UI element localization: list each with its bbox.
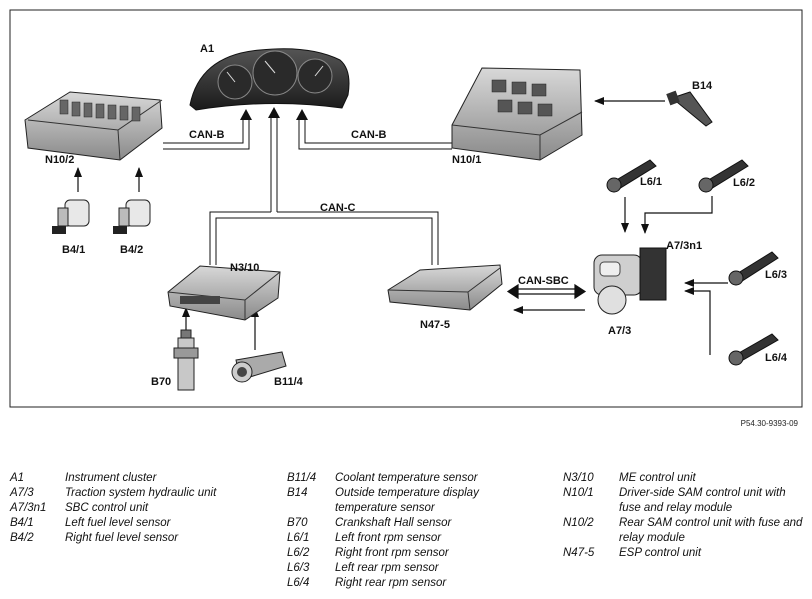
legend-code: B14 bbox=[287, 487, 308, 499]
label-a7-3n1: A7/3n1 bbox=[666, 240, 702, 252]
legend-code: B4/1 bbox=[10, 517, 34, 529]
legend-description: ME control unit bbox=[619, 472, 696, 484]
label-n3-10: N3/10 bbox=[230, 262, 259, 274]
legend-code: N47-5 bbox=[563, 547, 595, 559]
rear-sam-icon bbox=[24, 91, 163, 161]
label-l6-1: L6/1 bbox=[640, 176, 662, 188]
legend-code: N3/10 bbox=[563, 472, 594, 484]
label-b11-4: B11/4 bbox=[274, 376, 304, 388]
legend-entry: N10/2 Rear SAM control unit with fuse and… bbox=[563, 516, 803, 546]
legend-entry: B4/2 Right fuel level sensor bbox=[10, 531, 260, 546]
hydraulic-unit-icon bbox=[593, 247, 667, 315]
rpm-sensor-l63-icon bbox=[728, 251, 779, 286]
legend-description: Instrument cluster bbox=[65, 472, 157, 484]
coolant-sensor-icon bbox=[231, 351, 287, 383]
me-control-unit-icon bbox=[167, 265, 281, 321]
can-sbc-link bbox=[506, 283, 587, 300]
legend-description: ESP control unit bbox=[619, 547, 702, 559]
system-diagram: A1 N10/2 N10/1 B14 B4/1 B4/2 N3/10 N47-5… bbox=[9, 9, 803, 408]
label-l6-4: L6/4 bbox=[765, 352, 788, 364]
rpm-sensor-l61-icon bbox=[606, 159, 657, 193]
legend-code: B11/4 bbox=[287, 472, 317, 484]
label-l6-3: L6/3 bbox=[765, 269, 787, 281]
label-b70: B70 bbox=[151, 376, 171, 388]
label-n47-5: N47-5 bbox=[420, 319, 450, 331]
crankshaft-sensor-icon bbox=[173, 329, 199, 391]
legend-entry: N10/1 Driver-side SAM control unit with f… bbox=[563, 486, 803, 516]
legend-code: L6/2 bbox=[287, 547, 310, 559]
outside-temp-sensor-icon bbox=[666, 90, 713, 127]
legend-code: L6/4 bbox=[287, 577, 310, 589]
label-n10-1: N10/1 bbox=[452, 154, 481, 166]
legend-code: L6/3 bbox=[287, 562, 310, 574]
sensor-arrows bbox=[74, 97, 728, 355]
bus-label-can-sbc: CAN-SBC bbox=[518, 275, 569, 287]
legend-description: Crankshaft Hall sensor bbox=[335, 517, 452, 529]
label-b4-2: B4/2 bbox=[120, 244, 143, 256]
legend-description: Right front rpm sensor bbox=[335, 547, 449, 559]
legend-entry: L6/4 Right rear rpm sensor bbox=[287, 576, 537, 591]
legend-description: SBC control unit bbox=[65, 502, 149, 514]
legend-description: Left front rpm sensor bbox=[335, 532, 442, 544]
label-a7-3: A7/3 bbox=[608, 325, 631, 337]
esp-control-unit-icon bbox=[387, 264, 503, 311]
legend-code: N10/1 bbox=[563, 487, 594, 499]
legend-entry: A7/3 Traction system hydraulic unit bbox=[10, 486, 260, 501]
legend-code: B70 bbox=[287, 517, 308, 529]
label-l6-2: L6/2 bbox=[733, 177, 755, 189]
label-n10-2: N10/2 bbox=[45, 154, 74, 166]
legend-description: Left fuel level sensor bbox=[65, 517, 171, 529]
legend-description: Left rear rpm sensor bbox=[335, 562, 439, 574]
legend-code: B4/2 bbox=[10, 532, 34, 544]
legend-code: N10/2 bbox=[563, 517, 594, 529]
driver-sam-icon bbox=[451, 67, 583, 161]
legend-description: Driver-side SAM control unit with fuse a… bbox=[619, 487, 786, 514]
legend-description: Rear SAM control unit with fuse and rela… bbox=[619, 517, 803, 544]
a1-arrowheads bbox=[240, 107, 308, 120]
legend-entry: B11/4 Coolant temperature sensor bbox=[287, 471, 537, 486]
bus-label-can-b-right: CAN-B bbox=[351, 129, 386, 141]
legend-description: Right fuel level sensor bbox=[65, 532, 179, 544]
bus-label-can-c: CAN-C bbox=[320, 202, 355, 214]
legend-entry: A1 Instrument cluster bbox=[10, 471, 260, 486]
legend-description: Outside temperature display temperature … bbox=[335, 487, 479, 514]
legend-entry: A7/3n1 SBC control unit bbox=[10, 501, 260, 516]
legend-code: A7/3n1 bbox=[10, 502, 47, 514]
legend-entry: B4/1 Left fuel level sensor bbox=[10, 516, 260, 531]
instrument-cluster-icon bbox=[189, 48, 350, 111]
label-b14: B14 bbox=[692, 80, 713, 92]
legend-entry: N3/10 ME control unit bbox=[563, 471, 803, 486]
legend-code: A1 bbox=[10, 472, 25, 484]
rpm-sensor-l62-icon bbox=[698, 159, 749, 193]
label-a1: A1 bbox=[200, 43, 214, 55]
fuel-sensor-right-icon bbox=[113, 199, 151, 234]
legend-code: L6/1 bbox=[287, 532, 310, 544]
legend-entry: L6/1 Left front rpm sensor bbox=[287, 531, 537, 546]
legend-entry: L6/2 Right front rpm sensor bbox=[287, 546, 537, 561]
legend-entry: B14 Outside temperature display temperatu… bbox=[287, 486, 537, 516]
legend-entry: N47-5 ESP control unit bbox=[563, 546, 803, 561]
legend-description: Right rear rpm sensor bbox=[335, 577, 447, 589]
bus-label-can-b-left: CAN-B bbox=[189, 129, 224, 141]
legend-entry: L6/3 Left rear rpm sensor bbox=[287, 561, 537, 576]
legend-description: Traction system hydraulic unit bbox=[65, 487, 217, 499]
label-b4-1: B4/1 bbox=[62, 244, 85, 256]
legend-description: Coolant temperature sensor bbox=[335, 472, 478, 484]
fuel-sensor-left-icon bbox=[52, 199, 90, 234]
figure-reference: P54.30-9393-09 bbox=[740, 419, 798, 428]
rpm-sensor-l64-icon bbox=[728, 333, 779, 366]
legend-code: A7/3 bbox=[10, 487, 34, 499]
bus-lines bbox=[163, 116, 452, 265]
legend-entry: B70 Crankshaft Hall sensor bbox=[287, 516, 537, 531]
